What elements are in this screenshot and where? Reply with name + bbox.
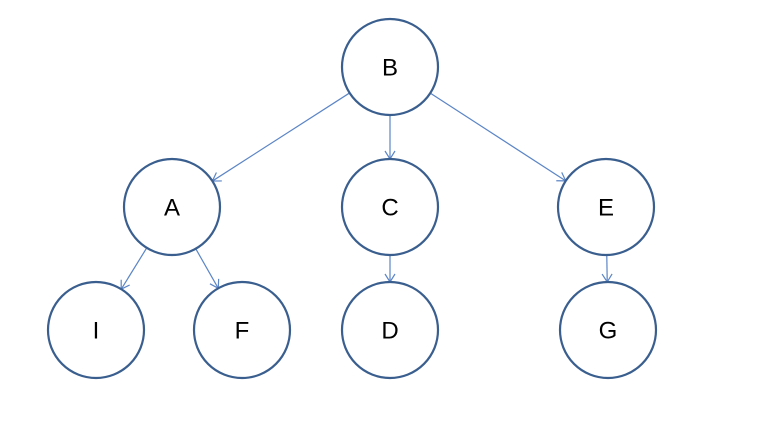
edge-line xyxy=(195,248,219,289)
node-d: D xyxy=(340,280,440,380)
node-circle xyxy=(558,280,658,380)
edge-b-e xyxy=(429,92,567,182)
node-a: A xyxy=(122,157,222,257)
node-label: B xyxy=(382,55,398,82)
tree-nodes: B A C E I F D G xyxy=(46,17,658,380)
edge-line xyxy=(212,92,350,182)
edge-e-g xyxy=(601,254,613,284)
node-label: I xyxy=(93,318,100,345)
edge-line xyxy=(429,92,567,182)
node-label: A xyxy=(164,195,180,222)
node-label: E xyxy=(598,195,614,222)
node-circle xyxy=(192,280,292,380)
node-c: C xyxy=(340,157,440,257)
node-circle xyxy=(340,17,440,117)
node-circle xyxy=(556,157,656,257)
edge-line xyxy=(120,247,148,290)
edge-b-a xyxy=(211,92,350,182)
node-circle xyxy=(340,280,440,380)
edge-b-c xyxy=(384,115,396,161)
node-label: G xyxy=(599,318,618,345)
edge-a-i xyxy=(120,247,148,291)
edge-c-d xyxy=(384,255,396,284)
node-circle xyxy=(122,157,222,257)
node-e: E xyxy=(556,157,656,257)
edge-a-f xyxy=(195,248,220,290)
node-circle xyxy=(46,280,146,380)
node-i: I xyxy=(46,280,146,380)
node-label: D xyxy=(381,318,398,345)
node-b: B xyxy=(340,17,440,117)
node-label: F xyxy=(235,318,250,345)
node-f: F xyxy=(192,280,292,380)
node-circle xyxy=(340,157,440,257)
node-label: C xyxy=(381,195,398,222)
node-g: G xyxy=(558,280,658,380)
